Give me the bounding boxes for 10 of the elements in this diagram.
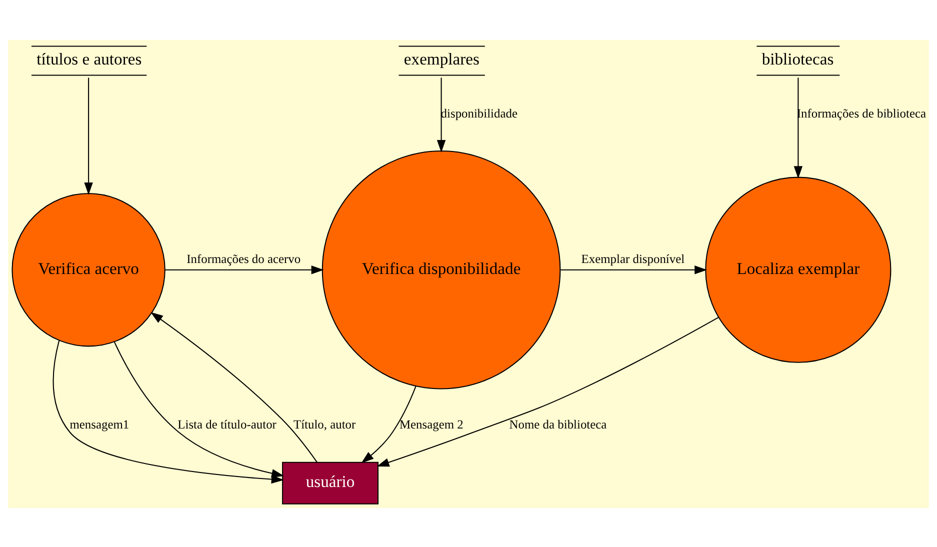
edge-label: Nome da biblioteca — [509, 417, 607, 432]
node-text: exemplares — [404, 49, 480, 68]
edge-label: Título, autor — [293, 417, 356, 432]
node-text: bibliotecas — [762, 49, 834, 68]
node-text: títulos e autores — [36, 49, 142, 68]
edge-label: mensagem1 — [70, 417, 130, 432]
edge-label: Mensagem 2 — [399, 417, 464, 432]
edge-label: Lista de título-autor — [178, 417, 276, 432]
edge-label: Exemplar disponível — [581, 252, 685, 266]
edge-label: Informações do acervo — [186, 252, 301, 266]
